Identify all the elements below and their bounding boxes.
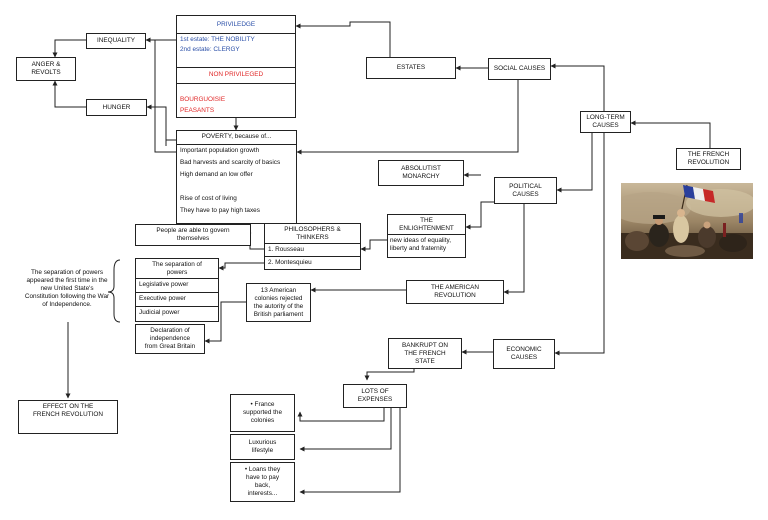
- philosopher-montesquieu: 2. Montesquieu: [268, 259, 312, 266]
- govern-themselves-node: People are able to govern themselves: [135, 224, 251, 246]
- separation-note: The separation of powers appeared the fi…: [24, 269, 110, 308]
- poverty-box: POVERTY, because of... Important populat…: [176, 130, 297, 224]
- poverty-item: High demand an low offer: [180, 171, 253, 178]
- enlightenment-body: new ideas of equality, liberty and frate…: [390, 237, 451, 252]
- american-revolution-node: THE AMERICAN REVOLUTION: [406, 280, 504, 304]
- absolutist-monarchy-node: ABSOLUTIST MONARCHY: [378, 160, 464, 186]
- inequality-node: INEQUALITY: [86, 33, 146, 49]
- social-causes-node: SOCIAL CAUSES: [488, 58, 551, 80]
- french-revolution-node: THE FRENCH REVOLUTION: [676, 148, 741, 170]
- estates-node: ESTATES: [366, 57, 456, 79]
- poverty-item: Rise of cost of living: [180, 195, 237, 202]
- anger-revolts-node: ANGER & REVOLTS: [16, 57, 76, 81]
- estates-privilege-box: PRIVILEDGE 1st estate: THE NOBILITY 2nd …: [176, 15, 296, 118]
- second-estate: 2nd estate: CLERGY: [180, 46, 240, 53]
- long-term-causes-node: LONG-TERM CAUSES: [580, 111, 631, 133]
- effect-title: EFFECT ON THE FRENCH REVOLUTION: [33, 403, 103, 418]
- bankrupt-node: BANKRUPT ON THE FRENCH STATE: [388, 338, 462, 369]
- poverty-item: Bad harvests and scarcity of basics: [180, 159, 281, 166]
- poverty-title: POVERTY, because of...: [177, 131, 296, 145]
- first-estate: 1st estate: THE NOBILITY: [180, 36, 255, 43]
- non-privileged-title: NON PRIVILEGED: [177, 68, 295, 84]
- luxurious-lifestyle-node: Luxurious lifestyle: [230, 434, 295, 460]
- third-estate: BOURGUOISIE PEASANTS: [177, 84, 295, 117]
- enlightenment-box: THE ENLIGHTENMENT new ideas of equality,…: [387, 214, 466, 258]
- bourgeoisie: BOURGUOISIE: [180, 96, 226, 103]
- effect-box: EFFECT ON THE FRENCH REVOLUTION: [18, 400, 118, 434]
- expenses-node: LOTS OF EXPENSES: [343, 384, 407, 408]
- separation-item: Judicial power: [139, 309, 180, 316]
- philosophers-box: PHILOSOPHERS & THINKERS 1. Rousseau 2. M…: [264, 223, 361, 270]
- separation-item: Executive power: [136, 293, 218, 307]
- separation-item: Legislative power: [136, 279, 218, 293]
- supported-colonies-node: • France supported the colonies: [230, 394, 295, 432]
- declaration-node: Declaration of independence from Great B…: [135, 324, 205, 354]
- colonies-node: 13 American colonies rejected the autori…: [246, 283, 311, 322]
- privilege-title: PRIVILEDGE: [177, 16, 295, 34]
- enlightenment-title: THE ENLIGHTENMENT: [388, 215, 465, 235]
- privilege-estates: 1st estate: THE NOBILITY 2nd estate: CLE…: [177, 34, 295, 68]
- poverty-item: Important population growth: [180, 147, 260, 154]
- philosophers-title: PHILOSOPHERS & THINKERS: [265, 224, 360, 244]
- political-causes-node: POLITICAL CAUSES: [494, 177, 557, 204]
- separation-box: The separation of powers Legislative pow…: [135, 258, 219, 322]
- revolution-painting-image: [621, 183, 753, 259]
- poverty-list: Important population growth Bad harvests…: [177, 145, 296, 221]
- poverty-item: [180, 183, 293, 193]
- poverty-item: They have to pay high taxes: [180, 207, 260, 214]
- hunger-node: HUNGER: [86, 99, 147, 116]
- economic-causes-node: ECONOMIC CAUSES: [493, 339, 555, 369]
- loans-node: • Loans they have to pay back, interests…: [230, 462, 295, 502]
- separation-title: The separation of powers: [136, 259, 218, 279]
- philosopher-rousseau: 1. Rousseau: [265, 244, 360, 257]
- peasants: PEASANTS: [180, 107, 215, 114]
